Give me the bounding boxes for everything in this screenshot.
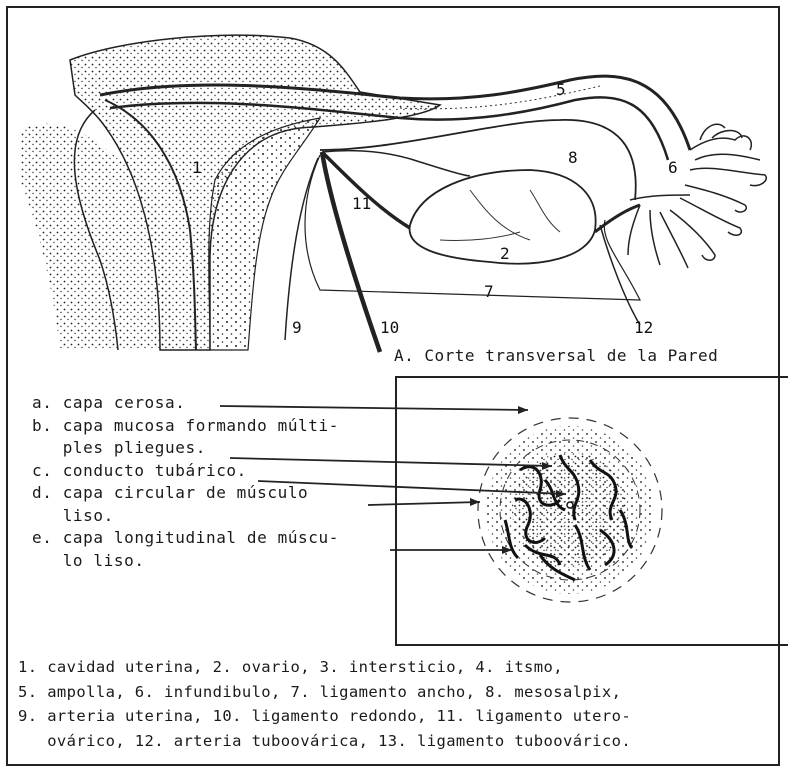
legend-line-1: 1. cavidad uterina, 2. ovario, 3. inters…: [18, 655, 631, 680]
layer-label-b: b. capa mucosa formando múlti-: [32, 415, 339, 438]
layer-label-d: d. capa circular de músculo: [32, 482, 339, 505]
layer-label-e: e. capa longitudinal de múscu-: [32, 527, 339, 550]
layer-label-e-cont: lo liso.: [32, 550, 339, 573]
legend-line-4: ovárico, 12. arteria tuboovárica, 13. li…: [18, 729, 631, 754]
layer-label-b-cont: ples pliegues.: [32, 437, 339, 460]
layer-label-list: a. capa cerosa. b. capa mucosa formando …: [32, 392, 339, 572]
layer-label-d-cont: liso.: [32, 505, 339, 528]
legend-line-2: 5. ampolla, 6. infundibulo, 7. ligamento…: [18, 680, 631, 705]
legend: 1. cavidad uterina, 2. ovario, 3. inters…: [18, 655, 631, 753]
layer-label-c: c. conducto tubárico.: [32, 460, 339, 483]
legend-line-3: 9. arteria uterina, 10. ligamento redond…: [18, 704, 631, 729]
layer-label-a: a. capa cerosa.: [32, 392, 339, 415]
